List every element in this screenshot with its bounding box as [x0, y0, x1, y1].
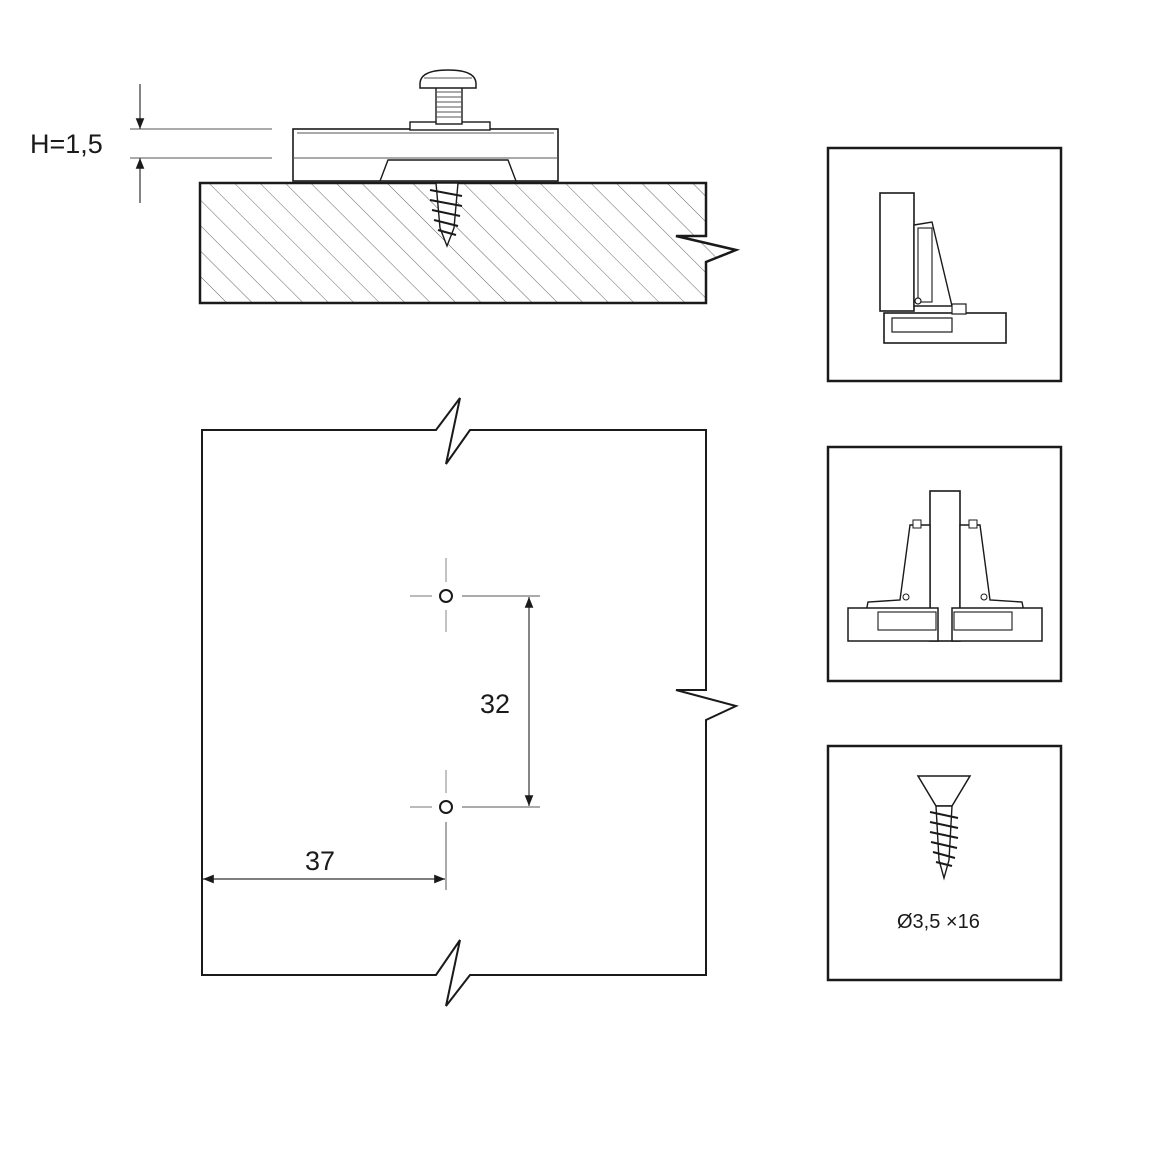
hole-spacing-dimension: 32	[462, 595, 540, 808]
cabinet-side-panel	[201, 397, 739, 1007]
hinge-top-icon	[847, 490, 1043, 642]
hinge-top-icon-box	[826, 445, 1063, 683]
countersunk-screw-icon	[916, 775, 972, 881]
hole-spacing-label: 32	[480, 689, 510, 719]
hinge-side-icon	[879, 192, 1007, 344]
mounting-plate-side	[292, 121, 559, 182]
plate-height-dimension: H=1,5	[30, 84, 272, 203]
screw-spec-label: Ø3,5 ×16	[897, 911, 980, 933]
hole-centerlines	[410, 558, 447, 808]
edge-distance-dimension: 37	[203, 822, 447, 890]
mounting-hole-top	[439, 589, 453, 603]
edge-distance-label: 37	[305, 846, 335, 876]
wood-screw-side	[429, 182, 463, 248]
front-view: 32 37	[201, 397, 739, 1007]
adjusting-screw	[419, 69, 477, 125]
plate-height-label: H=1,5	[30, 129, 103, 159]
screw-icon-box: Ø3,5 ×16	[826, 744, 1063, 982]
mounting-hole-bottom	[439, 800, 453, 814]
side-section-view: H=1,5	[30, 69, 741, 305]
hinge-side-icon-box	[826, 146, 1063, 383]
cabinet-wall-section	[198, 181, 741, 305]
